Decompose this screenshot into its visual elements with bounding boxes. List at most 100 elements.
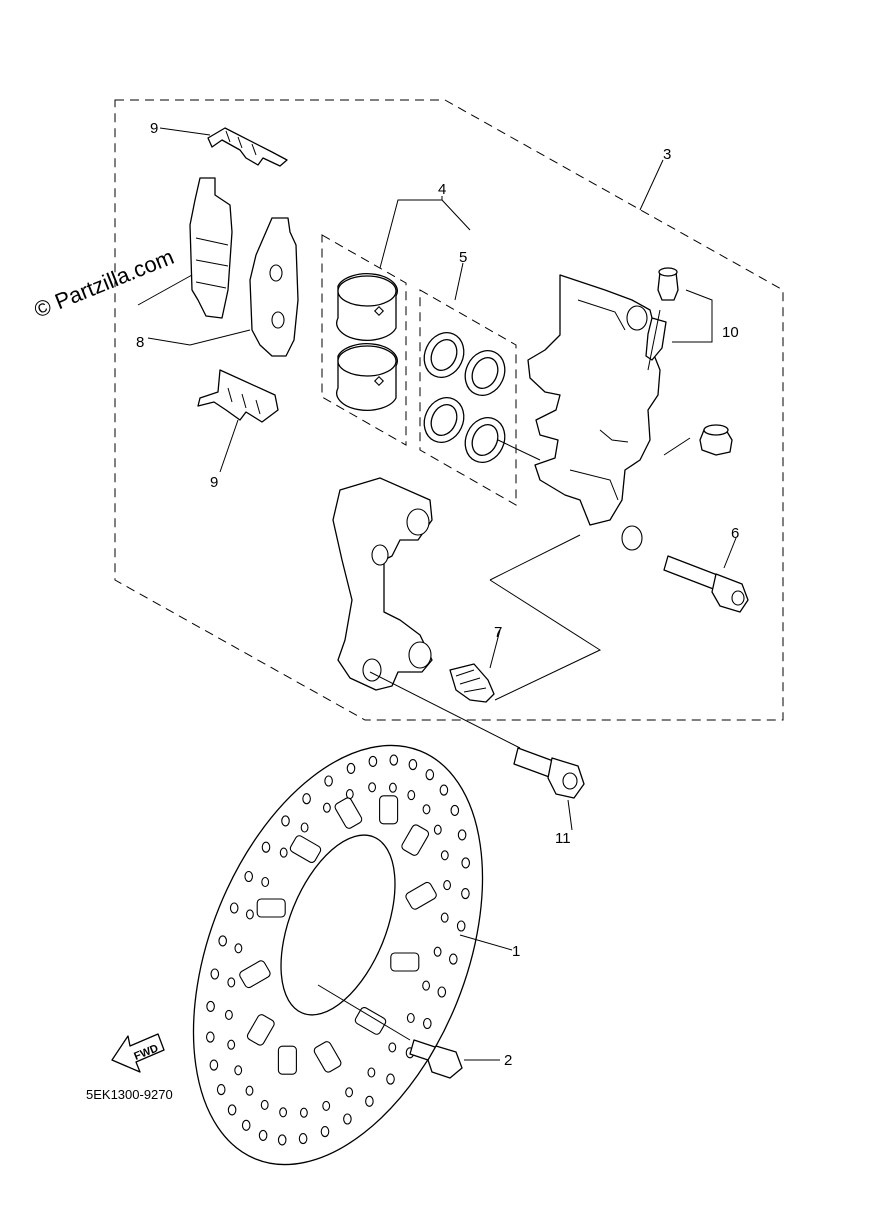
disc-outer-hole bbox=[298, 1133, 308, 1145]
disc-middle-hole bbox=[227, 977, 236, 988]
disc-outer-hole bbox=[425, 769, 435, 781]
caliper-assembly-boundary bbox=[114, 99, 784, 721]
disc-middle-hole bbox=[345, 789, 354, 800]
pad-spring-bottom bbox=[197, 369, 279, 423]
caliper-plug bbox=[699, 424, 733, 456]
disc-outer-hole bbox=[320, 1126, 330, 1138]
brake-disc bbox=[192, 744, 484, 1166]
watermark: © Partzilla.com bbox=[31, 244, 178, 323]
disc-outer-hole bbox=[450, 804, 460, 816]
caliper-mounting-bolt bbox=[513, 747, 585, 799]
callout-10: 10 bbox=[722, 324, 739, 341]
seal-kit-boundary bbox=[419, 289, 517, 506]
disc-cooling-slot bbox=[313, 1041, 342, 1073]
disc-outer-hole bbox=[389, 754, 399, 766]
disc-outer-hole bbox=[244, 870, 253, 883]
disc-middle-hole bbox=[433, 824, 442, 835]
disc-outer-hole bbox=[346, 762, 356, 774]
disc-middle-hole bbox=[440, 912, 449, 923]
disc-middle-hole bbox=[368, 782, 377, 793]
disc-middle-hole bbox=[440, 850, 449, 861]
caliper-body bbox=[527, 274, 661, 551]
disc-middle-hole bbox=[367, 1067, 376, 1078]
caliper-piston-lower bbox=[336, 343, 398, 411]
disc-bolt bbox=[409, 1039, 463, 1079]
callout-3: 3 bbox=[663, 146, 671, 163]
disc-outer-hole bbox=[241, 1119, 251, 1131]
disc-outer-hole bbox=[408, 759, 418, 771]
disc-middle-hole bbox=[422, 980, 431, 991]
disc-outer-hole bbox=[386, 1073, 395, 1085]
disc-middle-hole bbox=[234, 943, 243, 954]
brake-pad-front bbox=[189, 177, 233, 319]
disc-outer-hole bbox=[302, 793, 311, 805]
caliper-boot bbox=[449, 663, 495, 703]
fwd-arrow-icon: FWD bbox=[111, 1033, 165, 1073]
diagram-code: 5EK1300-9270 bbox=[86, 1087, 173, 1102]
caliper-piston-upper bbox=[336, 273, 398, 341]
disc-middle-hole bbox=[299, 1107, 308, 1118]
disc-middle-hole bbox=[406, 1012, 415, 1024]
disc-middle-hole bbox=[322, 802, 331, 813]
disc-middle-hole bbox=[407, 790, 416, 801]
disc-outer-hole bbox=[210, 968, 220, 980]
disc-middle-hole bbox=[261, 876, 270, 888]
disc-middle-hole bbox=[227, 1039, 236, 1050]
disc-middle-hole bbox=[433, 946, 442, 957]
disc-outer-hole bbox=[261, 841, 271, 853]
disc-middle-hole bbox=[388, 782, 397, 793]
callout-4: 4 bbox=[438, 181, 446, 198]
disc-outer-hole bbox=[456, 920, 466, 932]
callout-9-bottom: 9 bbox=[210, 474, 218, 491]
callout-7: 7 bbox=[494, 624, 502, 641]
disc-outer-hole bbox=[448, 953, 458, 965]
disc-middle-hole bbox=[279, 1107, 288, 1118]
bleed-screw bbox=[645, 267, 679, 361]
disc-cooling-slot bbox=[401, 824, 430, 856]
disc-outer-hole bbox=[209, 1059, 219, 1071]
disc-middle-hole bbox=[245, 909, 254, 920]
disc-outer-hole bbox=[439, 784, 449, 796]
brake-pad-rear bbox=[249, 217, 299, 357]
disc-middle-hole bbox=[443, 880, 452, 891]
pad-spring-top bbox=[207, 127, 288, 167]
disc-cooling-slot bbox=[239, 960, 271, 989]
disc-outer-hole bbox=[461, 857, 471, 869]
callout-11: 11 bbox=[555, 830, 571, 847]
disc-outer-hole bbox=[461, 888, 470, 900]
disc-middle-hole bbox=[422, 804, 431, 815]
disc-middle-hole bbox=[234, 1065, 243, 1076]
disc-outer-hole bbox=[206, 1000, 215, 1012]
callout-5: 5 bbox=[459, 249, 467, 266]
disc-outer-hole bbox=[227, 1104, 237, 1116]
caliper-pin-bolt bbox=[663, 555, 749, 613]
disc-cooling-slot bbox=[405, 881, 437, 910]
callout-2: 2 bbox=[504, 1052, 512, 1069]
disc-outer-hole bbox=[218, 935, 227, 947]
caliper-bracket bbox=[332, 477, 433, 691]
disc-outer-hole bbox=[206, 1031, 215, 1043]
disc-cooling-slot bbox=[334, 797, 363, 829]
disc-middle-hole bbox=[388, 1042, 397, 1053]
disc-outer-hole bbox=[281, 815, 290, 827]
disc-middle-hole bbox=[260, 1099, 269, 1110]
callout-9-top: 9 bbox=[150, 120, 158, 137]
disc-outer-hole bbox=[343, 1113, 352, 1125]
piston-seals bbox=[423, 332, 506, 463]
piston-kit-boundary bbox=[321, 234, 407, 446]
disc-outer-hole bbox=[229, 902, 239, 914]
disc-middle-hole bbox=[224, 1009, 233, 1020]
leader-lines bbox=[137, 127, 737, 1061]
disc-cooling-slot bbox=[256, 898, 286, 918]
disc-middle-hole bbox=[300, 822, 309, 833]
disc-outer-hole bbox=[457, 829, 467, 841]
disc-middle-hole bbox=[345, 1087, 354, 1098]
disc-outer-hole bbox=[368, 755, 378, 767]
disc-middle-hole bbox=[245, 1085, 254, 1096]
disc-middle-hole bbox=[322, 1100, 331, 1111]
disc-cooling-slot bbox=[277, 1045, 297, 1075]
disc-outer-hole bbox=[422, 1017, 432, 1030]
disc-outer-hole bbox=[365, 1095, 374, 1107]
disc-cooling-slot bbox=[246, 1014, 275, 1046]
